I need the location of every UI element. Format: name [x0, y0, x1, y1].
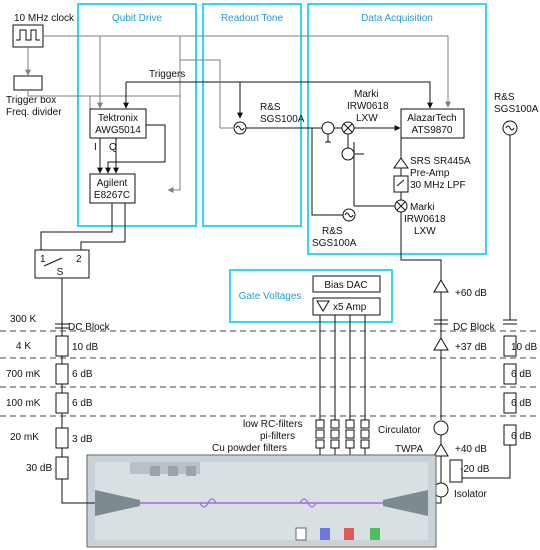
output-isolator-icon — [321, 121, 335, 135]
atten-right-2 — [503, 363, 517, 385]
atten-right-2-label: 6 dB — [511, 369, 532, 380]
awg-box — [89, 108, 147, 139]
switch-common: S — [57, 267, 64, 278]
gate-voltages-title: Gate Voltages — [239, 291, 302, 302]
readout-tone-title: Readout Tone — [221, 13, 284, 24]
lo-source-label-1: R&S — [322, 226, 343, 237]
switch-port-1: 1 — [40, 254, 46, 265]
agilent-box — [89, 173, 136, 204]
dc-block-left-label: DC Block — [68, 322, 111, 333]
atten-left-4-label: 3 dB — [72, 434, 93, 445]
amp-40-symbol — [433, 443, 449, 457]
alazar-box — [400, 108, 465, 139]
triggers-label: Triggers — [149, 69, 185, 80]
atten-left-2 — [55, 363, 69, 385]
circulator-label: Circulator — [378, 425, 421, 436]
filters-label-3: Cu powder filters — [212, 443, 287, 454]
alazar-label-2: ATS9870 — [412, 125, 453, 136]
lpf-label: 30 MHz LPF — [410, 180, 466, 191]
square-wave-icon — [16, 29, 40, 41]
readout-tone-panel — [202, 3, 302, 227]
readout-source-label-1: R&S — [260, 102, 281, 113]
isolator-label: Isolator — [454, 489, 487, 500]
dc-block-right-label: DC Block — [453, 322, 496, 333]
twpa-pump-label-1: R&S — [494, 92, 515, 103]
twpa-label: TWPA — [395, 444, 423, 455]
mixer-bottom-label-1: Marki — [410, 202, 434, 213]
trigger-box-label-1: Trigger box — [6, 95, 56, 106]
agilent-label-1: Agilent — [97, 178, 128, 189]
preamp-label-1: SRS SR445A — [410, 156, 471, 167]
clock-box — [12, 24, 44, 48]
atten-right-5 — [449, 459, 463, 483]
alazar-label-1: AlazarTech — [407, 113, 456, 124]
preamp-symbol — [393, 157, 409, 169]
readout-source-label-2: SGS100A — [260, 114, 305, 125]
bias-dac-box — [312, 275, 381, 293]
amp-60-label: +60 dB — [455, 288, 487, 299]
amp-37-symbol — [433, 337, 449, 351]
atten-right-1-label: 10 dB — [511, 342, 537, 353]
awg-label-2: AWG5014 — [95, 125, 141, 136]
data-acquisition-title: Data Acquisition — [361, 13, 433, 24]
trigger-box — [13, 75, 43, 91]
amp-60-symbol — [433, 279, 449, 293]
switch-port-2: 2 — [76, 254, 82, 265]
mixer-top-label-1: Marki — [354, 89, 378, 100]
atten-left-4 — [55, 427, 69, 449]
lo-source-label-2: SGS100A — [312, 238, 357, 249]
atten-right-1 — [503, 335, 517, 357]
mixer-bottom-label-2: IRW0618 — [404, 214, 446, 225]
atten-left-1 — [55, 335, 69, 357]
data-acquisition-panel — [307, 3, 487, 255]
terminator-icon — [341, 147, 355, 161]
atten-right-4-label: 6 dB — [511, 431, 532, 442]
mixer-top-label-3: LXW — [356, 113, 378, 124]
twpa-pump-label-2: SGS100A — [494, 104, 539, 115]
bias-dac-label: Bias DAC — [324, 280, 367, 291]
mixer-bottom-label-3: LXW — [414, 226, 436, 237]
stage-100mk: 100 mK — [6, 398, 41, 409]
filter-blocks — [315, 419, 370, 449]
amp-37-label: +37 dB — [455, 342, 487, 353]
stage-700mk: 700 mK — [6, 369, 41, 380]
awg-q-label: Q — [109, 142, 117, 153]
atten-left-2-label: 6 dB — [72, 369, 93, 380]
atten-right-3-label: 6 dB — [511, 398, 532, 409]
atten-right-5-label: -20 dB — [460, 464, 490, 475]
atten-left-3-label: 6 dB — [72, 398, 93, 409]
clock-label: 10 MHz clock — [14, 13, 75, 24]
atten-left-5 — [55, 456, 69, 480]
amp-40-label: +40 dB — [455, 444, 487, 455]
awg-i-label: I — [94, 142, 97, 153]
gate-voltages-panel — [229, 269, 393, 323]
circulator-icon — [433, 420, 449, 436]
filters-label-2: pi-filters — [260, 431, 295, 442]
atten-right-3 — [503, 392, 517, 414]
device-chip-image — [86, 454, 437, 548]
awg-label-1: Tektronix — [98, 113, 138, 124]
atten-left-5-label: 30 dB — [26, 463, 52, 474]
qubit-drive-title: Qubit Drive — [112, 13, 162, 24]
filters-label-1: low RC-filters — [243, 419, 302, 430]
amp-x5-label: x5 Amp — [333, 302, 367, 313]
lpf-box — [393, 175, 409, 193]
stage-20mk: 20 mK — [10, 432, 39, 443]
amp-x5-symbol — [316, 300, 330, 312]
stage-300k: 300 K — [10, 314, 36, 325]
stage-4k: 4 K — [16, 341, 31, 352]
atten-left-1-label: 10 dB — [72, 342, 98, 353]
amp-x5-box — [312, 297, 381, 316]
agilent-label-2: E8267C — [94, 190, 130, 201]
qubit-drive-panel — [77, 3, 197, 227]
preamp-label-2: Pre-Amp — [410, 168, 450, 179]
atten-left-3 — [55, 392, 69, 414]
mixer-top-label-2: IRW0618 — [347, 101, 389, 112]
trigger-box-label-2: Freq. divider — [6, 107, 62, 118]
